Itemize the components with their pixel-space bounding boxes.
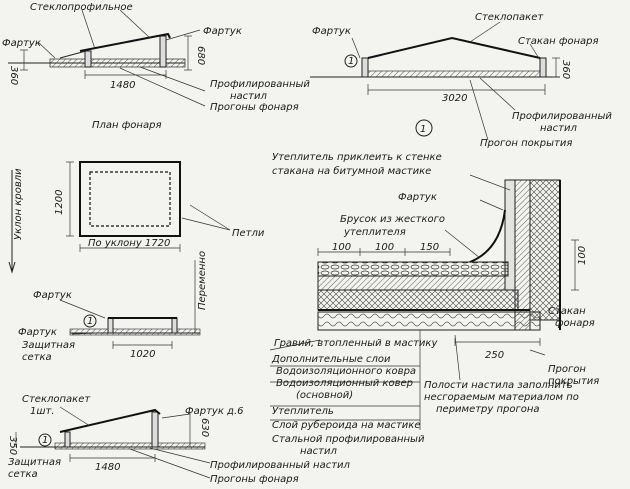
detail-marker-1c <box>83 314 97 328</box>
label-cavities-1: Полости настила заполнить <box>424 380 573 391</box>
label-ruberoid: Слой рубероида на мастике <box>272 419 420 431</box>
label-steel-deck-2: настил <box>300 446 337 457</box>
label-profiled-deck-tl: Профилированный <box>210 79 310 90</box>
label-flashing-ml-1: Фартук <box>33 290 72 301</box>
dim-1020: 1020 <box>130 349 155 360</box>
label-curb-tr: Стакан фонаря <box>518 36 599 47</box>
label-protective-mesh-bl-2: сетка <box>8 469 38 480</box>
middle-left-section <box>59 260 201 349</box>
detail-marker-1b <box>415 119 433 137</box>
label-waterproof-main-2: (основной) <box>296 390 353 401</box>
label-insulation-glue-1: Утеплитель приклеить к стенке <box>272 152 442 163</box>
label-profiled-deck-tr: Профилированный <box>512 111 612 122</box>
label-roof-slope: Уклон кровли <box>13 168 24 240</box>
label-extra-layers: Дополнительные слои <box>271 354 391 365</box>
label-variable: Переменно <box>197 251 208 310</box>
label-protective-mesh-ml-2: сетка <box>22 352 52 363</box>
label-profiled-deck-bl: Профилированный настил <box>210 460 351 471</box>
label-roof-purlin-detail-1: Прогон <box>548 364 586 375</box>
label-protective-mesh-bl: Защитная <box>8 457 61 468</box>
label-flashing-ml-2: Фартук <box>18 327 57 338</box>
label-insulation-glue-2: стакана на битумной мастике <box>272 165 431 177</box>
dim-100-v: 100 <box>577 246 588 265</box>
label-glass-unit-tr: Стеклопакет <box>475 12 544 23</box>
label-steel-deck-1: Стальной профилированный <box>272 434 425 445</box>
dim-100-a: 100 <box>332 242 351 253</box>
detail-marker-group <box>38 54 433 447</box>
label-roof-purlin-detail-2: покрытия <box>548 376 599 387</box>
dim-360-tl: 360 <box>8 66 19 85</box>
label-cavities-3: периметру прогона <box>436 404 540 415</box>
label-purlins-tl: Прогоны фонаря <box>210 102 299 113</box>
marker-text-1a: 1 <box>348 56 354 67</box>
label-curb-detail-2: фонаря <box>555 318 595 329</box>
top-right-skylight-section <box>310 21 560 141</box>
label-flashing-left: Фартук <box>2 38 41 49</box>
label-cavities-2: несгораемым материалом по <box>424 392 579 403</box>
label-loops: Петли <box>232 228 265 239</box>
dim-1200: 1200 <box>54 190 65 215</box>
dim-360-tr: 360 <box>560 60 571 79</box>
detail-marker-1d <box>38 433 52 447</box>
label-glass-unit-bl: Стеклопакет <box>22 394 91 405</box>
dim-150: 150 <box>420 242 439 253</box>
label-rigid-bar-1: Брусок из жесткого <box>340 214 445 225</box>
label-plan: План фонаря <box>92 120 161 131</box>
label-insulation: Утеплитель <box>272 406 334 417</box>
label-waterproof-main-1: Водоизоляционный ковер <box>276 378 413 389</box>
label-profiled-deck-tl-2: настил <box>230 91 267 102</box>
label-flashing-top-left: Фартук <box>203 26 242 37</box>
marker-text-1d: 1 <box>42 435 48 446</box>
label-curb-detail-1: Стакан <box>548 306 586 317</box>
label-roof-purlin: Прогон покрытия <box>480 138 572 149</box>
label-protective-mesh-ml: Защитная <box>22 340 75 351</box>
dim-250: 250 <box>485 350 504 361</box>
label-flashing-bl: Фартук д.6 <box>185 406 244 417</box>
label-waterproof-cover: Водоизоляционного ковра <box>276 366 416 377</box>
dim-3020: 3020 <box>442 93 467 104</box>
dim-680: 680 <box>195 46 206 65</box>
label-rigid-bar-2: утеплителя <box>343 227 406 238</box>
roof-junction-detail <box>269 174 579 430</box>
label-gravel: Гравий, втопленный в мастику <box>274 338 438 349</box>
dim-slope-1720: По уклону 1720 <box>88 238 170 249</box>
bottom-left-section <box>15 406 211 479</box>
label-flashing-tr: Фартук <box>312 26 351 37</box>
labels: Стеклопрофильное Фартук Фартук 360 680 1… <box>2 2 612 485</box>
dim-100-b: 100 <box>375 242 394 253</box>
label-glass-profile: Стеклопрофильное <box>30 2 133 13</box>
label-profiled-deck-tr-2: настил <box>540 123 577 134</box>
dim-1480-bl: 1480 <box>95 462 120 473</box>
label-glass-unit-bl-2: 1шт. <box>30 406 55 417</box>
plan-view <box>8 161 231 274</box>
marker-text-1c: 1 <box>87 316 93 327</box>
detail-marker-1a <box>344 54 358 68</box>
dim-350-bl: 350 <box>7 436 18 455</box>
dim-1480-top: 1480 <box>110 80 135 91</box>
label-flashing-detail: Фартук <box>398 192 437 203</box>
dim-630-bl: 630 <box>199 418 210 437</box>
label-purlins-bl: Прогоны фонаря <box>210 474 299 485</box>
top-left-skylight-section <box>8 9 206 107</box>
marker-text-1b: 1 <box>420 124 426 135</box>
